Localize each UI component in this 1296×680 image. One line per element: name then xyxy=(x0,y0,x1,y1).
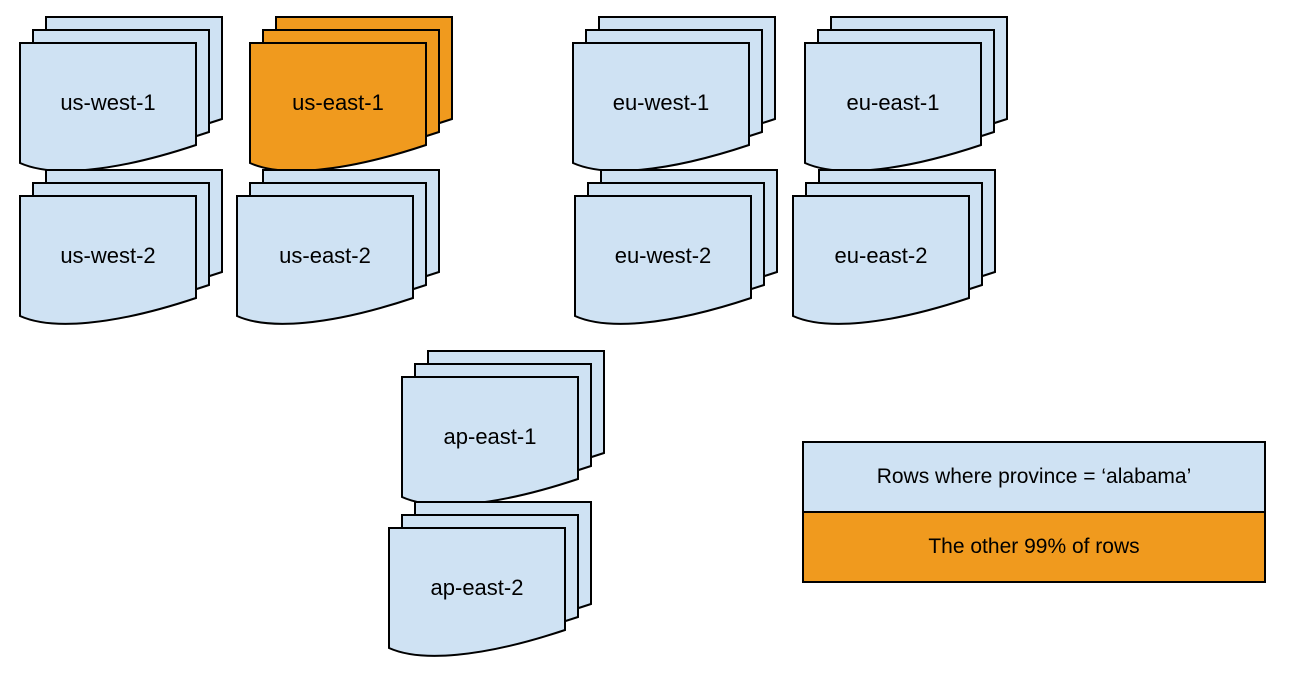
document-page-front xyxy=(804,42,982,172)
region-stack-eu-east-2: eu-east-2 xyxy=(792,169,997,333)
document-page-front xyxy=(572,42,750,172)
documents-stack-icon xyxy=(574,169,778,325)
region-stack-ap-east-1: ap-east-1 xyxy=(401,350,606,514)
region-label: eu-west-1 xyxy=(612,90,710,115)
region-stack-ap-east-2: ap-east-2 xyxy=(388,501,593,665)
documents-stack-icon xyxy=(249,16,453,172)
documents-stack-icon xyxy=(804,16,1008,172)
legend-label-alabama: Rows where province = ‘alabama’ xyxy=(876,465,1192,488)
region-label: eu-west-2 xyxy=(614,243,712,268)
documents-stack-icon xyxy=(388,501,592,657)
document-page-front xyxy=(249,42,427,172)
region-label: us-east-2 xyxy=(279,243,371,268)
documents-stack-icon xyxy=(236,169,440,325)
documents-stack-icon xyxy=(792,169,996,325)
region-label: us-east-1 xyxy=(292,90,384,115)
document-page-front xyxy=(19,195,197,325)
legend-row-other-rows: The other 99% of rows xyxy=(804,511,1264,581)
region-stack-eu-west-1: eu-west-1 xyxy=(572,16,777,180)
region-label: ap-east-2 xyxy=(430,575,524,600)
document-page-front xyxy=(236,195,414,325)
legend-row-alabama: Rows where province = ‘alabama’ xyxy=(804,443,1264,511)
documents-stack-icon xyxy=(572,16,776,172)
region-label: eu-east-1 xyxy=(846,90,940,115)
region-label: us-west-1 xyxy=(60,90,156,115)
documents-stack-icon xyxy=(19,169,223,325)
region-label: us-west-2 xyxy=(60,243,156,268)
region-stack-us-west-2: us-west-2 xyxy=(19,169,224,333)
document-page-front xyxy=(19,42,197,172)
region-stack-us-west-1: us-west-1 xyxy=(19,16,224,180)
region-stack-eu-east-1: eu-east-1 xyxy=(804,16,1009,180)
documents-stack-icon xyxy=(401,350,605,506)
document-page-front xyxy=(574,195,752,325)
documents-stack-icon xyxy=(19,16,223,172)
legend: Rows where province = ‘alabama’ The othe… xyxy=(802,441,1266,583)
region-stack-us-east-2: us-east-2 xyxy=(236,169,441,333)
legend-label-other-rows: The other 99% of rows xyxy=(928,535,1140,558)
region-label: ap-east-1 xyxy=(443,424,537,449)
document-page-front xyxy=(792,195,970,325)
region-stack-eu-west-2: eu-west-2 xyxy=(574,169,779,333)
document-page-front xyxy=(388,527,566,657)
region-stack-us-east-1: us-east-1 xyxy=(249,16,454,180)
region-label: eu-east-2 xyxy=(834,243,928,268)
